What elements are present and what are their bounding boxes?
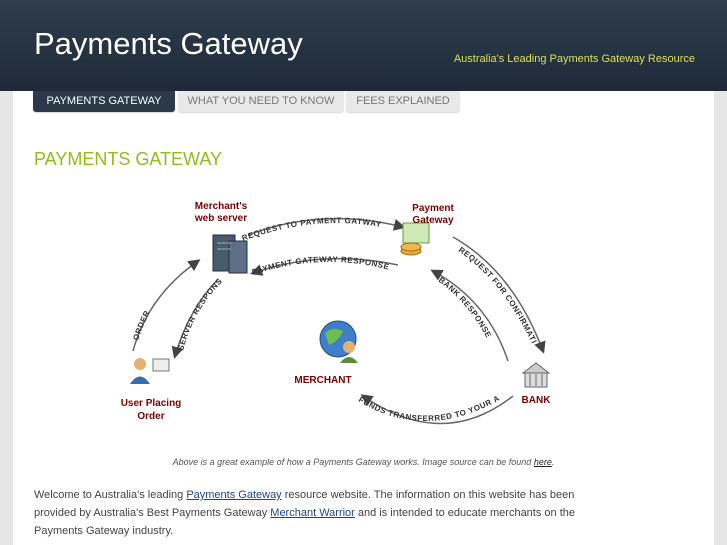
bank-icon xyxy=(521,362,551,388)
payments-gateway-link[interactable]: Payments Gateway xyxy=(186,489,282,501)
label-payment-gateway-2: Gateway xyxy=(412,215,454,226)
tab-payments-gateway[interactable]: PAYMENTS GATEWAY xyxy=(33,91,175,112)
caption-link[interactable]: here xyxy=(533,457,552,467)
site-tagline: Australia's Leading Payments Gateway Res… xyxy=(453,53,695,65)
arc-request-confirmation xyxy=(452,236,546,354)
label-bank: BANK xyxy=(522,395,552,406)
server-icon xyxy=(212,234,248,274)
label-funds: FUNDS TRANSFERRED TO YOUR A/C xyxy=(93,201,501,423)
arc-order xyxy=(132,259,201,352)
user-icon xyxy=(130,358,170,384)
label-merchant: MERCHANT xyxy=(294,375,351,386)
payment-gateway-icon xyxy=(400,222,430,256)
site-title[interactable]: Payments Gateway xyxy=(34,26,303,61)
arc-bank-response xyxy=(430,269,509,362)
arc-funds xyxy=(360,394,514,425)
intro-text-1: Welcome to Australia's leading xyxy=(34,489,187,501)
payment-flow-diagram: REQUEST TO PAYMENT GATWAY PAYMENT GATEWA… xyxy=(93,201,552,425)
intro-text-2: resource website. The information on thi… xyxy=(34,489,575,519)
caption-text: Above is a great example of how a Paymen… xyxy=(172,457,534,467)
intro-paragraph: Welcome to Australia's leading Payments … xyxy=(34,486,594,540)
merchant-globe-icon xyxy=(319,320,358,363)
label-payment-gateway-1: Payment xyxy=(412,203,454,214)
label-user-1: User Placing xyxy=(121,398,182,409)
merchant-warrior-link[interactable]: Merchant Warrior xyxy=(270,507,355,519)
label-request: REQUEST TO PAYMENT GATWAY xyxy=(241,216,383,243)
label-order: ORDER xyxy=(131,309,152,342)
main-content: PAYMENTS GATEWAY WHAT YOU NEED TO KNOW F… xyxy=(13,91,714,545)
arc-response xyxy=(250,257,399,276)
arc-request xyxy=(247,217,406,236)
arc-server-response xyxy=(171,278,219,359)
label-response: PAYMENT GATEWAY RESPONSE xyxy=(251,255,391,277)
label-user-2: Order xyxy=(137,411,164,422)
caption-end: . xyxy=(551,457,555,467)
tab-what-you-need-to-know[interactable]: WHAT YOU NEED TO KNOW xyxy=(178,91,344,112)
label-merchant-server-2: web server xyxy=(194,213,247,224)
label-bank-response: BANK RESPONSE xyxy=(437,275,493,339)
tab-fees-explained[interactable]: FEES EXPLAINED xyxy=(346,91,460,112)
intro-text-3: and is intended to educate merchants on … xyxy=(34,507,575,537)
page-title: PAYMENTS GATEWAY xyxy=(34,149,223,169)
diagram-caption: Above is a great example of how a Paymen… xyxy=(13,457,714,467)
site-header: Payments Gateway Australia's Leading Pay… xyxy=(0,0,727,91)
label-merchant-server-1: Merchant's xyxy=(195,201,248,212)
